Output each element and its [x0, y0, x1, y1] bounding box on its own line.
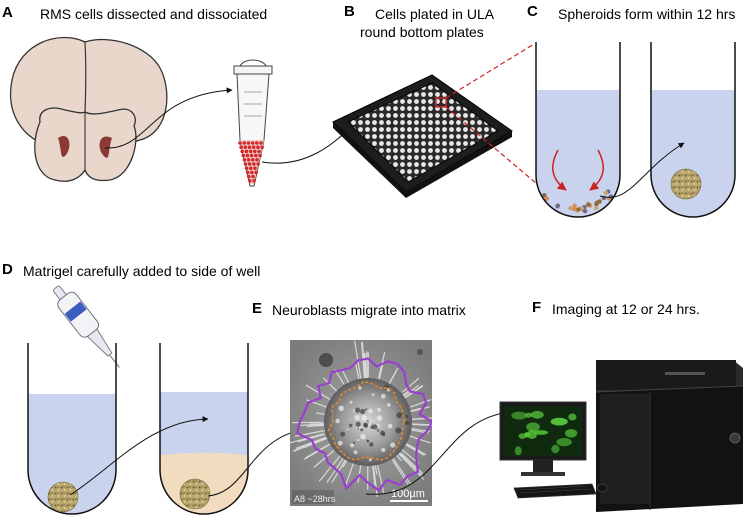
arrow-e-to-f — [365, 409, 511, 495]
panel-f-caption: Imaging at 12 or 24 hrs. — [552, 301, 700, 317]
panel-b-caption-line2: round bottom plates — [360, 24, 484, 40]
panel-d-caption: Matrigel carefully added to side of well — [23, 263, 260, 279]
arrow-c-to-spheroid — [599, 142, 685, 198]
panel-e-caption: Neuroblasts migrate into matrix — [272, 302, 466, 318]
mouse-icon — [596, 483, 608, 493]
panel-b-caption-line1: Cells plated in ULA — [375, 6, 495, 22]
imaging-system-icon — [595, 360, 744, 512]
scale-bar-label: 100µm — [391, 488, 425, 500]
well-tube-icon — [27, 343, 117, 515]
panel-a-caption: RMS cells dissected and dissociated — [40, 6, 267, 22]
image-timestamp: A8 ~28hrs — [294, 494, 336, 504]
microscope-image — [290, 340, 432, 506]
panel-e-letter: E — [252, 300, 262, 317]
well-tube-icon — [535, 42, 621, 218]
panel-f-letter: F — [532, 299, 541, 316]
panel-c-letter: C — [527, 3, 538, 20]
monitor-icon — [499, 401, 587, 476]
well-tube-icon — [650, 42, 736, 218]
panel-b-letter: B — [344, 3, 355, 20]
microcentrifuge-tube-icon — [233, 59, 273, 187]
arrow-d1-to-d2 — [69, 416, 209, 496]
panel-d-letter: D — [2, 261, 13, 278]
well-tube-icon — [159, 343, 249, 515]
panel-a-letter: A — [2, 4, 13, 21]
zoom-line-top — [445, 43, 535, 99]
panel-c-caption: Spheroids form within 12 hrs — [558, 6, 735, 22]
arrow-a-to-tube — [104, 87, 233, 149]
well-plate-icon — [332, 74, 513, 198]
keyboard-icon — [513, 483, 597, 499]
pipette-icon — [53, 285, 120, 368]
brain-icon — [10, 36, 168, 182]
